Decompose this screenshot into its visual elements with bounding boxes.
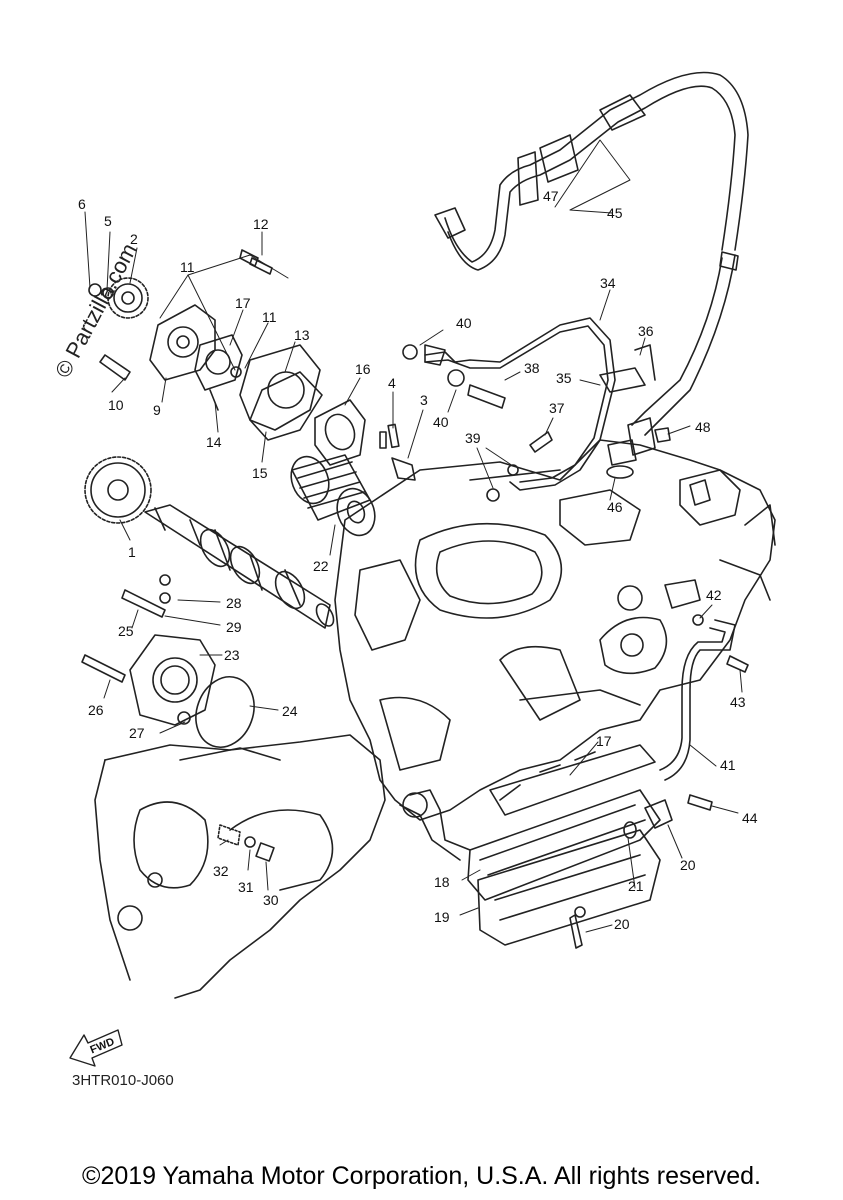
callout-27: 26 (88, 702, 104, 718)
leader-lines (84, 139, 743, 933)
oil-filter-cover (314, 399, 366, 466)
callout-32: 31 (238, 879, 254, 895)
oil-pump-housing (149, 304, 323, 441)
callout-19: 19 (434, 909, 450, 925)
callout-38: 38 (524, 360, 540, 376)
callout-47: 46 (607, 499, 623, 515)
crankcase (334, 439, 776, 821)
callout-14: 15 (252, 465, 268, 481)
callout-35: 35 (556, 370, 572, 386)
bolts-26-27-29-30 (81, 574, 171, 683)
callout-31: 30 (263, 892, 279, 908)
callout-11a: 11 (180, 259, 195, 275)
left-crankcase-cover (94, 734, 386, 999)
callout-36: 36 (638, 323, 654, 339)
callout-37: 37 (549, 400, 565, 416)
oil-cooler-plate (399, 744, 661, 949)
callout-16: 16 (355, 361, 371, 377)
callout-39: 39 (465, 430, 481, 446)
callout-25: 24 (282, 703, 298, 719)
callout-43: 43 (730, 694, 746, 710)
drain-parts (217, 824, 275, 862)
callout-11b: 11 (262, 309, 277, 325)
callout-24: 23 (224, 647, 240, 663)
callout-3: 3 (420, 392, 428, 408)
o-ring-25 (195, 676, 255, 748)
copyright-notice: ©2019 Yamaha Motor Corporation, U.S.A. A… (82, 1162, 761, 1190)
washers-39 (486, 464, 519, 502)
callout-1: 1 (128, 544, 136, 560)
callout-12: 13 (294, 327, 310, 343)
callout-48: 48 (695, 419, 711, 435)
callout-23: 22 (313, 558, 329, 574)
oil-return-pipe (623, 614, 749, 839)
callout-44: 44 (742, 810, 758, 826)
callout-34: 34 (600, 275, 616, 291)
callout-13: 14 (206, 434, 222, 450)
oil-delivery-pipe (424, 317, 656, 491)
callout-15: 17 (235, 295, 251, 311)
callout-6: 6 (78, 196, 86, 212)
callout-2: 2 (130, 231, 138, 247)
hose-fitting-47-48 (606, 427, 671, 479)
oil-pump-gear (88, 277, 149, 381)
diagram-code: 3HTR010-J060 (72, 1072, 174, 1089)
callout-40b: 40 (433, 414, 449, 430)
callout-26: 25 (118, 623, 134, 639)
callout-4: 4 (388, 375, 396, 391)
callout-10: 12 (253, 216, 269, 232)
bolt-10 (239, 249, 273, 275)
callout-18: 18 (434, 874, 450, 890)
callout-45: 45 (607, 205, 623, 221)
callout-40a: 40 (456, 315, 472, 331)
callout-29: 28 (226, 595, 242, 611)
callout-21: 20 (680, 857, 696, 873)
callout-8: 9 (153, 402, 161, 418)
dowel-pins (379, 423, 416, 481)
strainer-cover (129, 634, 216, 726)
callout-numbers: 6 5 2 12 11 17 11 13 10 9 14 15 16 4 3 2… (78, 188, 758, 1056)
callout-30: 29 (226, 619, 242, 635)
callout-20: 20 (614, 916, 630, 932)
bolts-37-38 (402, 344, 553, 453)
callout-17: 17 (596, 733, 612, 749)
camshaft (144, 504, 335, 629)
callout-42: 42 (706, 587, 722, 603)
callout-28: 27 (129, 725, 145, 741)
callout-22: 21 (628, 878, 644, 894)
cam-sprocket (84, 456, 152, 524)
callout-33: 32 (213, 863, 229, 879)
callout-41: 41 (720, 757, 736, 773)
oil-hose (434, 71, 749, 456)
oil-filter (290, 454, 376, 537)
callout-9: 10 (108, 397, 124, 413)
callout-5: 5 (104, 213, 112, 229)
fwd-arrow-icon (69, 1029, 123, 1067)
callout-46: 47 (543, 188, 559, 204)
